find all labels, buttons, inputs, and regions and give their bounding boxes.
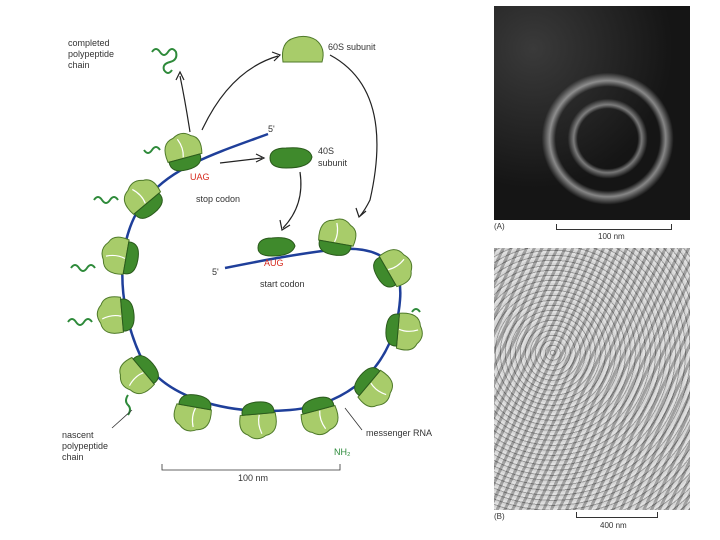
arrow-to-60s [201,55,279,131]
arrow-40s-down-head [279,219,291,231]
micrograph-b-label: (B) [494,512,505,521]
ribosome [160,128,207,175]
micrograph-b-scale-bar [576,512,658,518]
ribosome [296,393,343,440]
small-subunit-start [257,237,296,257]
nascent-polypeptide [70,264,96,272]
diagram-scale-bar [161,464,341,471]
arrow-40s-down [282,171,302,229]
ribosome [170,391,215,435]
completed-chain-label: chain [68,60,90,70]
nascent-chain-label: nascent [62,430,94,440]
leader-nascent [111,409,133,429]
ribosome [116,171,170,225]
start-codon-label: start codon [260,279,305,289]
ribosome [237,399,279,441]
ribosome [98,233,142,278]
micrograph-a-label: (A) [494,222,505,231]
completed-chain-label: polypeptide [68,49,114,59]
micrograph-a-scale-label: 100 nm [598,232,625,241]
micrograph-a-scale-bar [556,224,672,230]
mrna-strand [121,132,402,413]
diagram-scale-label: 100 nm [238,473,268,483]
uag-codon-label: UAG [190,172,210,182]
arrow-to-40s [219,157,263,164]
polyribosome-diagram: completed polypeptide chain 60S subunit … [62,35,432,483]
nascent-polypeptide [411,308,421,313]
micrograph-b [494,248,690,510]
ribosome [347,361,401,415]
ribosome [383,311,425,352]
arrow-release-head [175,70,185,81]
five-prime-top-label: 5' [268,124,275,134]
ribosome [111,348,165,402]
five-prime-left-label: 5' [212,267,219,277]
arrow-60s-down-head [355,207,367,219]
free-60s-subunit [282,35,324,63]
completed-polypeptide-chain [151,48,178,74]
ribosome [367,242,420,295]
micrograph-a [494,6,690,220]
arrow-to-60s-head [271,51,282,62]
40s-subunit-label: 40S [318,146,334,156]
leader-mrna [344,407,363,431]
arrow-to-40s-head [255,153,266,163]
60s-subunit-label: 60S subunit [328,42,376,52]
nascent-chain-label: polypeptide [62,441,108,451]
nascent-chain-label: chain [62,452,84,462]
nascent-polypeptide [143,146,161,154]
arrow-release [179,75,191,133]
completed-chain-label: completed [68,38,110,48]
40s-subunit-label: subunit [318,158,348,168]
aug-codon-label: AUG [264,258,284,268]
messenger-rna-label: messenger RNA [366,428,432,438]
micrograph-b-scale-label: 400 nm [600,521,627,530]
free-40s-subunit [269,147,313,169]
nh2-label: NH₂ [334,447,351,457]
nascent-polypeptide [67,318,93,326]
nascent-polypeptide [93,196,119,204]
ribosome [95,294,137,336]
stop-codon-label: stop codon [196,194,240,204]
arrow-60s-down [329,54,378,217]
